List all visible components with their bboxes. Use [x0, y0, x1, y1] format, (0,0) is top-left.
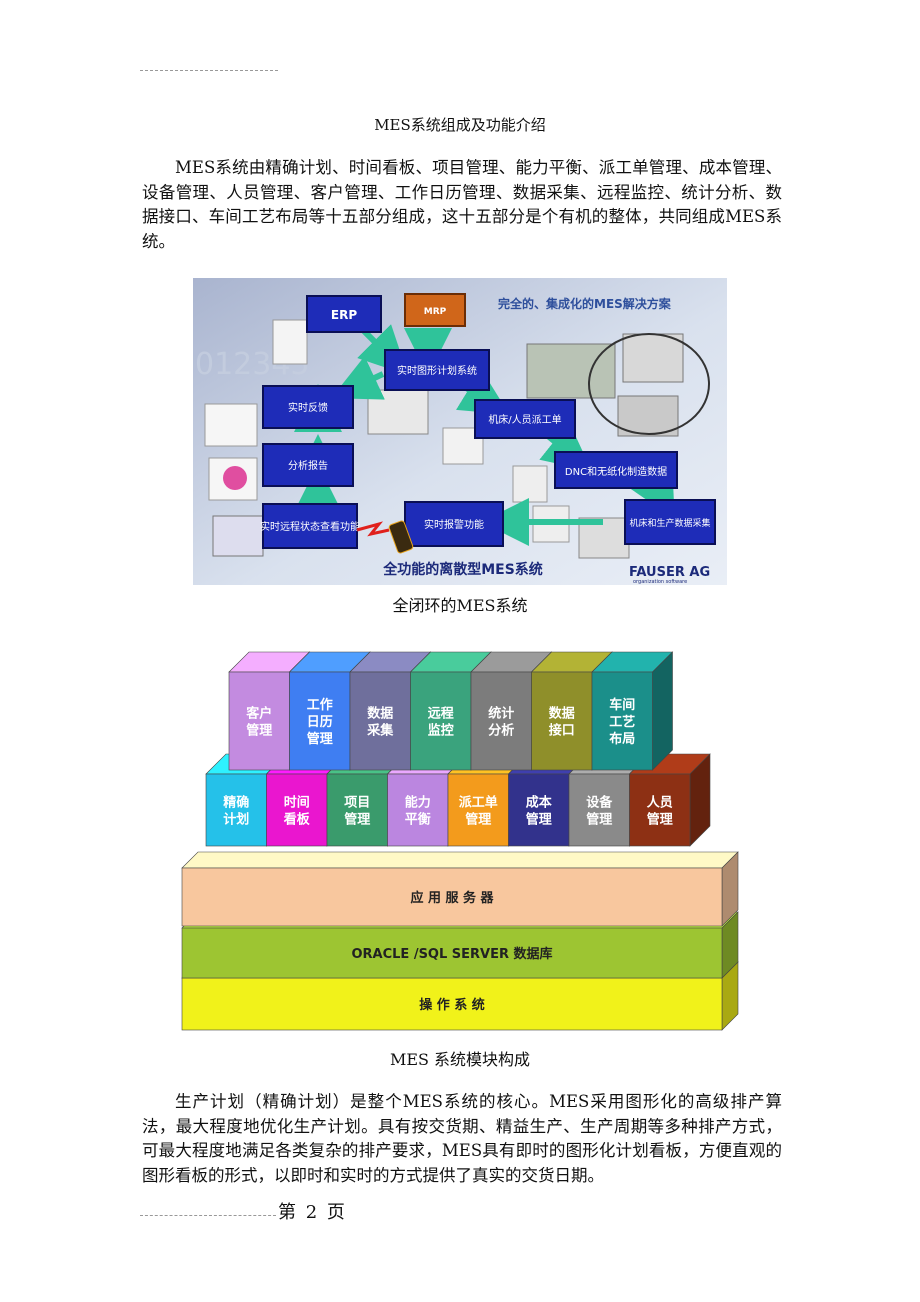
handset-icon: [388, 520, 414, 554]
svg-text:看板: 看板: [284, 812, 311, 828]
svg-text:管理: 管理: [586, 812, 612, 828]
svg-text:DNC和无纸化制造数据: DNC和无纸化制造数据: [565, 465, 667, 478]
svg-text:精确: 精确: [223, 795, 249, 811]
svg-text:设备: 设备: [586, 795, 613, 811]
closing-paragraph: 生产计划（精确计划）是整个MES系统的核心。MES采用图形化的高级排产算法，最大…: [142, 1092, 782, 1185]
svg-text:实时反馈: 实时反馈: [288, 401, 328, 414]
figure2-caption: MES 系统模块构成: [389, 1050, 531, 1069]
footer-rule: [140, 1215, 276, 1216]
svg-text:项目: 项目: [344, 796, 370, 811]
page-number: 第 2 页: [278, 1202, 347, 1223]
svg-text:人员: 人员: [647, 795, 673, 811]
svg-text:管理: 管理: [307, 731, 333, 747]
svg-text:操 作 系 统: 操 作 系 统: [419, 997, 485, 1013]
svg-text:机床/人员派工单: 机床/人员派工单: [488, 413, 561, 426]
svg-text:数据: 数据: [367, 706, 393, 722]
closed-loop-diagram: 012345 完全的、集成化的MES解决方案 ERP: [193, 278, 727, 585]
svg-text:监控: 监控: [428, 723, 454, 739]
svg-text:成本: 成本: [526, 795, 552, 811]
diagram-footer-label: 全功能的离散型MES系统: [382, 561, 543, 578]
diagram-headline: 完全的、集成化的MES解决方案: [498, 296, 672, 311]
lightning-icon: [356, 521, 390, 537]
remote-box: 实时远程状态查看功能: [260, 503, 360, 549]
intro-paragraph: MES系统由精确计划、时间看板、项目管理、能力平衡、派工单管理、成本管理、设备管…: [142, 158, 782, 251]
svg-text:车间: 车间: [609, 697, 635, 713]
figure1-caption: 全闭环的MES系统: [392, 596, 528, 615]
top-module-7: 车间工艺布局: [591, 651, 674, 771]
svg-text:MRP: MRP: [424, 307, 447, 317]
svg-text:ERP: ERP: [331, 308, 357, 322]
svg-text:平衡: 平衡: [405, 812, 431, 828]
svg-text:ORACLE /SQL SERVER 数据库: ORACLE /SQL SERVER 数据库: [351, 946, 552, 962]
svg-text:采集: 采集: [366, 723, 394, 739]
erp-box: ERP: [306, 295, 382, 333]
svg-text:机床和生产数据采集: 机床和生产数据采集: [629, 517, 710, 529]
svg-text:计划: 计划: [223, 812, 249, 828]
dnc-box: DNC和无纸化制造数据: [554, 451, 678, 489]
header-rule: [140, 70, 278, 71]
svg-text:布局: 布局: [609, 731, 635, 747]
svg-text:管理: 管理: [647, 812, 673, 828]
svg-text:派工单: 派工单: [459, 795, 498, 811]
layer-1: 应 用 服 务 器: [181, 851, 739, 927]
svg-text:管理: 管理: [344, 812, 370, 828]
alarm-box: 实时报警功能: [404, 501, 504, 547]
svg-text:实时远程状态查看功能: 实时远程状态查看功能: [260, 520, 360, 533]
screen-thumbnails: [204, 319, 710, 559]
brand-logo: FAUSER AG: [629, 565, 710, 580]
svg-text:客户: 客户: [246, 706, 272, 722]
page-title: MES系统组成及功能介绍: [374, 116, 546, 134]
dispatch-box: 机床/人员派工单: [474, 399, 576, 439]
svg-text:远程: 远程: [428, 707, 454, 722]
feedback-box: 实时反馈: [262, 385, 354, 429]
svg-text:工艺: 工艺: [609, 714, 635, 730]
svg-text:管理: 管理: [246, 723, 272, 739]
svg-text:实时报警功能: 实时报警功能: [424, 518, 484, 531]
svg-text:分析: 分析: [488, 723, 514, 739]
svg-text:数据: 数据: [549, 706, 575, 722]
svg-text:接口: 接口: [549, 723, 575, 739]
svg-text:日历: 日历: [307, 715, 333, 730]
svg-text:应 用 服 务 器: 应 用 服 务 器: [410, 890, 494, 906]
planning-box: 实时图形计划系统: [384, 349, 490, 391]
svg-text:工作: 工作: [307, 697, 333, 713]
svg-text:管理: 管理: [526, 812, 552, 828]
svg-text:能力: 能力: [405, 795, 431, 811]
svg-text:实时图形计划系统: 实时图形计划系统: [397, 364, 477, 377]
brand-subline: organization software: [633, 579, 687, 585]
collect-box: 机床和生产数据采集: [624, 499, 716, 545]
middle-module-8: 人员管理: [628, 753, 711, 847]
svg-text:时间: 时间: [284, 795, 310, 811]
svg-text:分析报告: 分析报告: [288, 459, 328, 472]
analysis-box: 分析报告: [262, 443, 354, 487]
mrp-box: MRP: [404, 293, 466, 327]
svg-text:管理: 管理: [465, 812, 491, 828]
svg-text:统计: 统计: [488, 706, 514, 722]
